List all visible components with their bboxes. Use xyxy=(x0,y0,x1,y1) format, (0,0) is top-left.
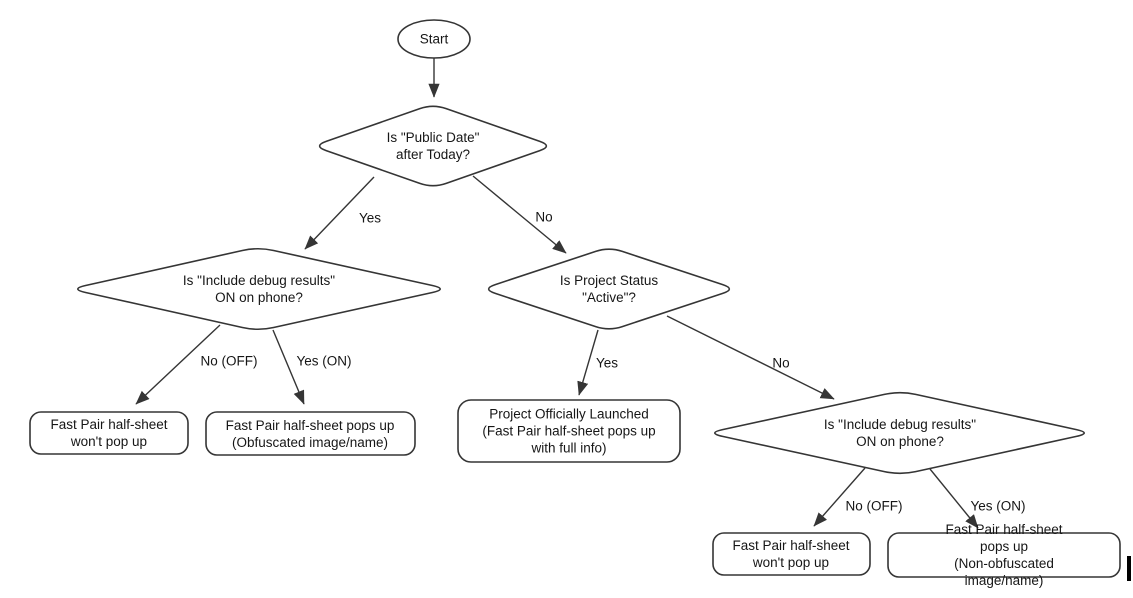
decision-public-date-label: Is "Public Date" after Today? xyxy=(386,130,480,162)
result-launched-shape xyxy=(457,399,681,463)
edge-label-no-top: No xyxy=(535,209,553,225)
edge-debug-left-yes-on xyxy=(272,329,305,405)
edge-debug-right-yes-on xyxy=(929,468,979,529)
decision-debug-left-shape xyxy=(77,247,442,331)
edge-label-yes-on-left: Yes (ON) xyxy=(296,353,352,369)
edge-public-date-yes xyxy=(304,176,375,250)
result-popup-non-obfuscated-shape xyxy=(887,532,1121,578)
result-no-popup-left-label: Fast Pair half-sheet won't pop up xyxy=(50,417,168,449)
edge-project-status-no xyxy=(666,315,835,400)
edge-label-no-off-left: No (OFF) xyxy=(200,353,258,369)
decision-debug-right-shape xyxy=(714,391,1085,475)
result-no-popup-left-shape xyxy=(29,411,189,455)
result-popup-obfuscated-label: Fast Pair half-sheet pops up (Obfuscated… xyxy=(225,418,395,450)
text-cursor-artifact xyxy=(1127,556,1131,581)
edge-debug-left-no-off xyxy=(135,324,221,405)
decision-debug-right-label: Is "Include debug results" ON on phone? xyxy=(823,417,977,449)
edge-public-date-no xyxy=(472,175,567,254)
edge-label-no-mid: No xyxy=(772,355,790,371)
decision-project-status-shape xyxy=(487,248,731,330)
edge-debug-right-no-off xyxy=(813,467,866,527)
result-popup-non-obfuscated-label: Fast Pair half-sheet pops up (Non-obfusc… xyxy=(945,522,1063,588)
edge-label-yes-on-right: Yes (ON) xyxy=(970,498,1026,514)
result-no-popup-right-shape xyxy=(712,532,871,576)
result-popup-obfuscated-shape xyxy=(205,411,416,456)
edge-label-yes-top: Yes xyxy=(358,210,382,226)
decision-debug-left-label: Is "Include debug results" ON on phone? xyxy=(182,273,336,305)
result-no-popup-right-label: Fast Pair half-sheet won't pop up xyxy=(732,538,850,570)
decision-project-status-label: Is Project Status "Active"? xyxy=(559,273,659,305)
edge-label-no-off-right: No (OFF) xyxy=(845,498,903,514)
edge-label-yes-mid: Yes xyxy=(595,355,619,371)
start-node-label: Start xyxy=(419,31,449,47)
edge-project-status-yes xyxy=(577,329,599,396)
result-launched-label: Project Officially Launched (Fast Pair h… xyxy=(482,406,656,456)
decision-public-date-shape xyxy=(318,105,548,187)
